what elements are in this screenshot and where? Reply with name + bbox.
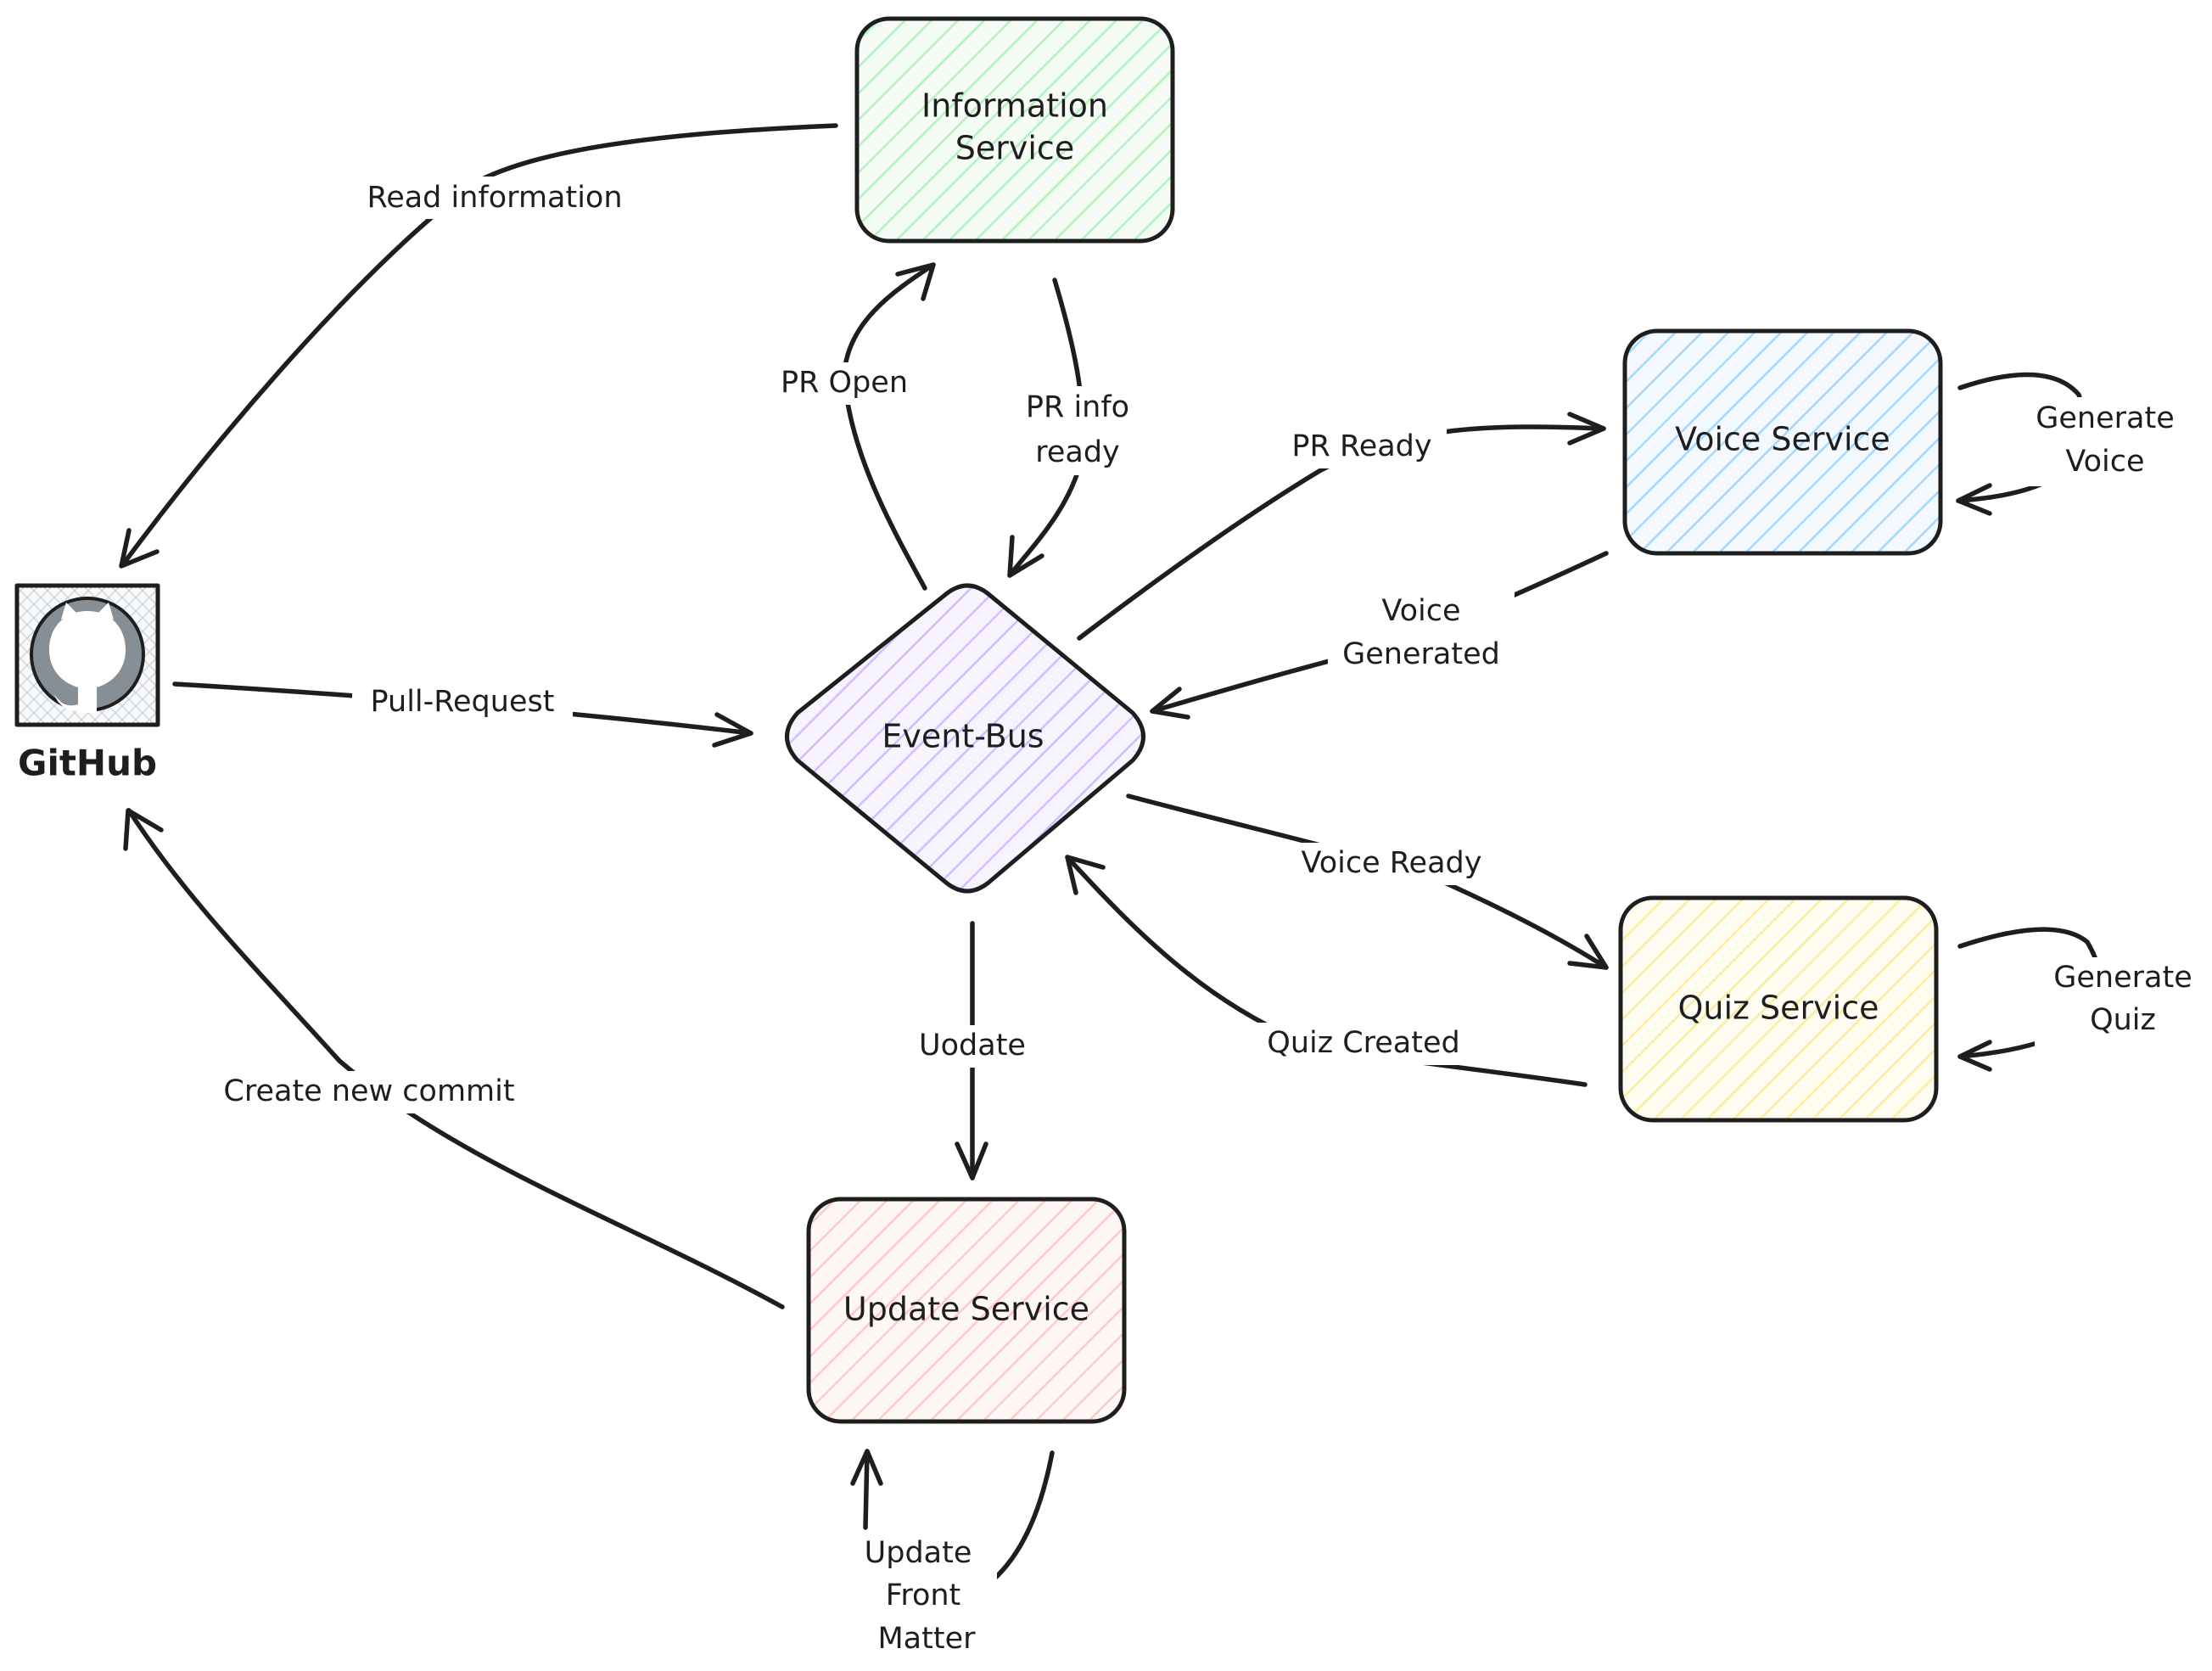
- label-voice-generated: Voice Generated: [1328, 590, 1515, 679]
- svg-text:Generate: Generate: [2053, 961, 2192, 995]
- github-octocat-icon: [30, 597, 145, 713]
- event-bus-node[interactable]: Event-Bus: [785, 583, 1145, 894]
- svg-text:Front: Front: [886, 1578, 961, 1612]
- label-quiz-created: Quiz Created: [1247, 1023, 1481, 1065]
- edge-pr-open: [842, 262, 936, 591]
- svg-text:Generate: Generate: [2036, 401, 2174, 435]
- github-node: GitHub: [14, 583, 160, 784]
- svg-text:Voice: Voice: [2065, 445, 2144, 479]
- event-bus-diamond[interactable]: [785, 583, 1145, 894]
- information-service-box[interactable]: [854, 16, 1175, 244]
- information-service-node[interactable]: Information Service: [854, 16, 1175, 244]
- github-label: GitHub: [18, 743, 157, 784]
- svg-text:PR info: PR info: [1026, 390, 1129, 424]
- svg-text:Update: Update: [865, 1536, 972, 1570]
- label-uodate: Uodate: [904, 1025, 1039, 1068]
- information-service-label-line1: Information: [921, 87, 1108, 125]
- label-update-front-matter: Update Front Matter: [844, 1533, 997, 1664]
- label-read-information: Read information: [350, 177, 638, 219]
- edge-update-front-matter: [850, 1449, 1055, 1583]
- label-pr-open: PR Open: [768, 362, 921, 405]
- label-generate-voice: Generate Voice: [2018, 397, 2196, 486]
- label-pull-request: Pull-Request: [352, 681, 573, 724]
- voice-service-label: Voice Service: [1675, 421, 1890, 458]
- information-service-label-line2: Service: [955, 130, 1074, 167]
- svg-text:Generated: Generated: [1342, 637, 1500, 671]
- event-bus-label: Event-Bus: [882, 718, 1044, 755]
- svg-text:PR Open: PR Open: [781, 366, 908, 400]
- quiz-service-label: Quiz Service: [1677, 990, 1879, 1027]
- edge-create-new-commit: [123, 808, 785, 1309]
- svg-text:Voice Ready: Voice Ready: [1302, 846, 1482, 880]
- label-voice-ready: Voice Ready: [1285, 843, 1498, 885]
- label-create-new-commit: Create new commit: [212, 1071, 526, 1113]
- label-pr-info-ready: PR info ready: [1010, 386, 1145, 475]
- svg-text:Pull-Request: Pull-Request: [371, 685, 555, 719]
- svg-text:Create new commit: Create new commit: [223, 1074, 514, 1108]
- quiz-service-box[interactable]: [1618, 895, 1939, 1123]
- svg-text:Quiz Created: Quiz Created: [1267, 1026, 1459, 1060]
- svg-text:Quiz: Quiz: [2090, 1003, 2156, 1037]
- voice-service-box[interactable]: [1622, 328, 1943, 556]
- edge-pr-ready: [1077, 412, 1606, 641]
- svg-text:Read information: Read information: [367, 181, 622, 215]
- svg-text:Voice: Voice: [1381, 594, 1460, 628]
- update-service-node[interactable]: Update Service: [806, 1197, 1127, 1424]
- update-service-box[interactable]: [806, 1197, 1127, 1424]
- label-pr-ready: PR Ready: [1277, 426, 1447, 468]
- voice-service-node[interactable]: Voice Service: [1622, 328, 1943, 556]
- svg-text:PR Ready: PR Ready: [1291, 429, 1431, 463]
- svg-text:ready: ready: [1035, 435, 1120, 469]
- update-service-label: Update Service: [843, 1291, 1089, 1328]
- quiz-service-node[interactable]: Quiz Service: [1618, 895, 1939, 1123]
- label-generate-quiz: Generate Quiz: [2035, 957, 2209, 1046]
- svg-text:Matter: Matter: [877, 1622, 976, 1656]
- svg-text:Uodate: Uodate: [919, 1029, 1026, 1063]
